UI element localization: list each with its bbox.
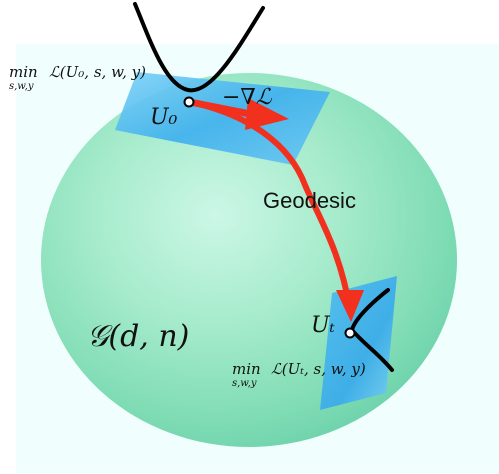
geodesic-label: Geodesic	[263, 188, 356, 213]
geodesic-curve	[187, 99, 353, 313]
tangent-plane-bottom	[320, 276, 397, 410]
geodesic-arrowhead	[336, 290, 364, 322]
u0-label: U₀	[150, 105, 178, 130]
ut-label: Uₜ	[311, 313, 336, 338]
min-subscript-top: s,w,y	[9, 81, 34, 92]
min-label-top: min	[9, 63, 38, 81]
loss-curve-top	[133, 2, 265, 93]
loss-label-top: ℒ(U₀, s, w, y)	[49, 63, 146, 81]
min-label-bottom: min	[232, 360, 261, 378]
neg-gradient-label: −∇ℒ	[222, 85, 273, 110]
neg-gradient-arrowhead	[245, 98, 289, 130]
manifold-label: 𝒢(d, n)	[87, 319, 189, 354]
point-u0	[183, 96, 195, 108]
point-ut	[344, 327, 356, 339]
min-subscript-bottom: s,w,y	[232, 378, 257, 389]
loss-label-bottom: ℒ(Uₜ, s, w, y)	[271, 360, 366, 378]
